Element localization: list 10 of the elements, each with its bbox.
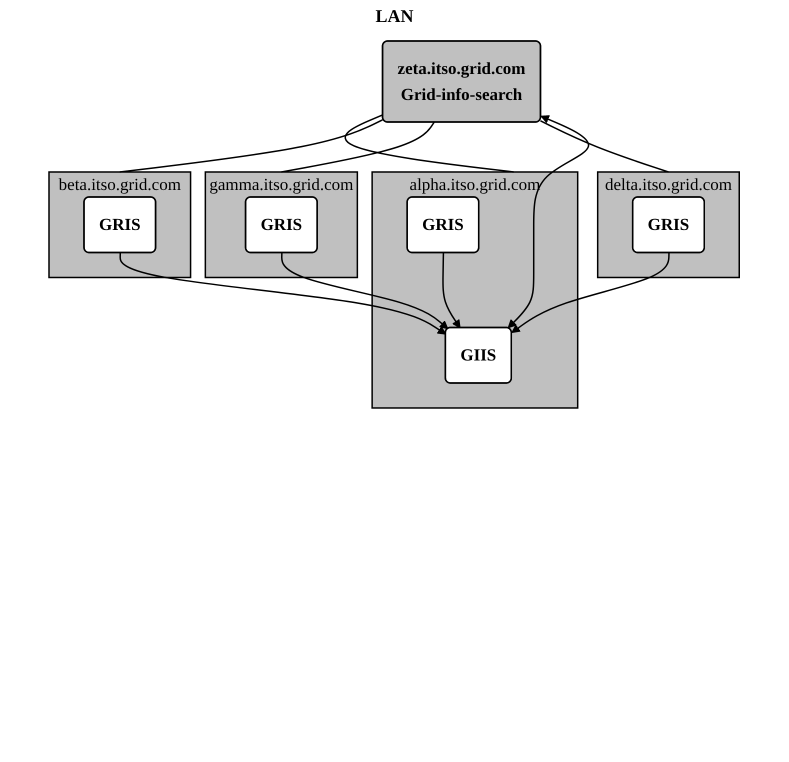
connector <box>345 114 514 173</box>
arrow <box>512 252 670 334</box>
arrow <box>442 252 461 328</box>
network-label: LAN <box>374 6 414 27</box>
arrow <box>120 252 447 335</box>
arrow <box>281 252 449 330</box>
connector <box>120 119 384 173</box>
connector <box>282 122 436 173</box>
arrow <box>508 115 590 328</box>
connector <box>540 120 670 173</box>
